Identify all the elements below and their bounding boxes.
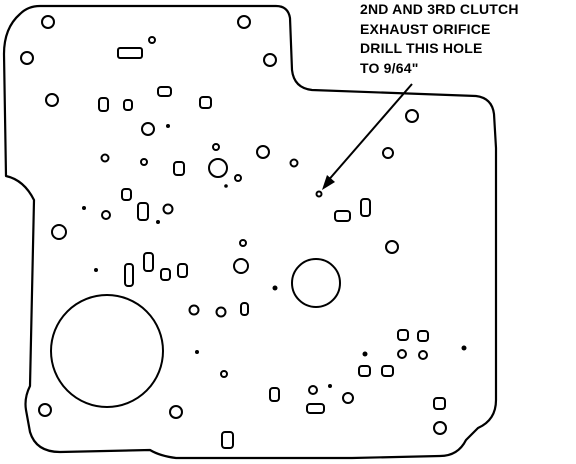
plate-hole	[20, 51, 34, 65]
solid-dot	[224, 184, 228, 188]
small-hole	[140, 158, 148, 166]
plate-hole	[385, 240, 399, 254]
small-hole	[215, 306, 227, 318]
plate-hole	[382, 147, 394, 159]
rounded-slot	[269, 387, 280, 402]
solid-dot	[272, 285, 278, 291]
plate-hole	[169, 405, 183, 419]
plate-hole	[233, 258, 249, 274]
rounded-slot	[199, 96, 212, 109]
small-hole	[101, 210, 111, 220]
plate-hole	[41, 15, 55, 29]
plate-hole	[342, 392, 354, 404]
solid-dot	[461, 345, 467, 351]
rounded-slot	[98, 97, 109, 112]
plate-outline	[2, 4, 498, 460]
callout-arrowhead	[322, 175, 335, 190]
small-hole	[220, 370, 228, 378]
plate-hole	[208, 158, 228, 178]
rounded-slot	[123, 99, 133, 111]
rounded-slot	[358, 365, 371, 377]
small-hole	[315, 190, 323, 198]
rounded-slot	[143, 252, 154, 272]
solid-dot	[94, 268, 98, 272]
callout-line-4: TO 9/64"	[360, 60, 419, 76]
rounded-slot	[160, 268, 171, 281]
solid-dot	[362, 351, 368, 357]
rounded-slot	[121, 188, 132, 201]
rounded-slot	[397, 329, 409, 341]
callout-leader-line	[325, 83, 413, 184]
solid-dot	[82, 206, 86, 210]
rounded-slot	[221, 431, 234, 449]
callout-line-2: EXHAUST ORIFICE	[360, 21, 491, 37]
small-hole	[397, 349, 407, 359]
rounded-slot	[360, 198, 371, 217]
rounded-slot	[433, 397, 446, 410]
plate-hole	[51, 224, 67, 240]
small-hole	[100, 153, 110, 163]
plate-hole	[141, 122, 155, 136]
solid-dot	[328, 384, 332, 388]
small-hole	[239, 239, 247, 247]
elongated-slot	[117, 47, 143, 59]
rounded-slot	[306, 403, 325, 414]
rounded-slot	[417, 330, 429, 342]
plate-hole	[237, 15, 251, 29]
small-hole	[308, 385, 318, 395]
solid-dot	[156, 220, 160, 224]
solid-dot	[166, 124, 170, 128]
small-hole	[188, 304, 200, 316]
small-hole	[162, 203, 174, 215]
rounded-slot	[124, 263, 134, 287]
rounded-slot	[177, 263, 188, 278]
rounded-slot	[173, 161, 185, 176]
plate-hole	[433, 421, 447, 435]
rounded-slot	[334, 210, 351, 222]
small-hole	[418, 350, 428, 360]
plate-hole	[45, 93, 59, 107]
rounded-slot	[381, 365, 394, 377]
plate-hole	[263, 53, 277, 67]
rounded-slot	[157, 86, 172, 97]
plate-hole	[256, 145, 270, 159]
callout-line-1: 2ND AND 3RD CLUTCH	[360, 1, 519, 17]
small-hole	[212, 143, 220, 151]
plate-hole	[38, 403, 52, 417]
rounded-slot	[137, 202, 149, 221]
solid-dot	[195, 350, 199, 354]
small-hole	[289, 158, 299, 168]
center-round-opening	[291, 258, 341, 308]
rounded-slot	[240, 302, 249, 316]
callout-line-3: DRILL THIS HOLE	[360, 40, 483, 56]
small-hole	[148, 36, 156, 44]
large-round-opening	[50, 294, 164, 408]
small-hole	[234, 174, 242, 182]
plate-hole	[405, 109, 419, 123]
